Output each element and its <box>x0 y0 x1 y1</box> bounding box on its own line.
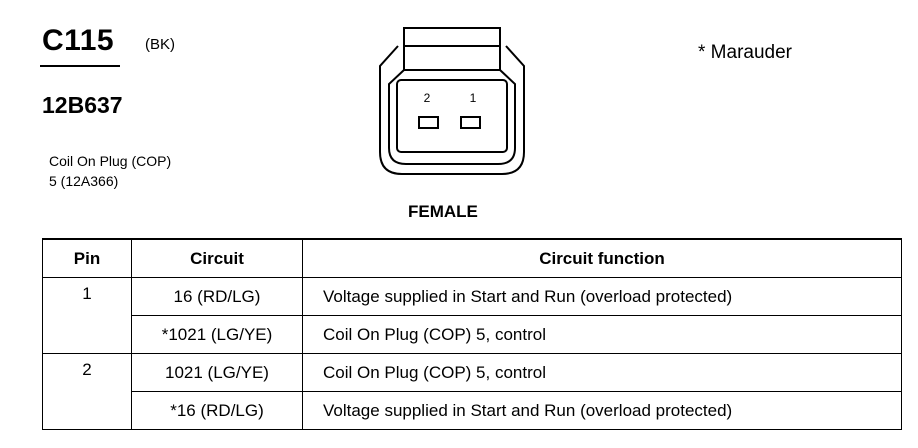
connector-id-underline <box>40 65 120 67</box>
connector-color: (BK) <box>145 36 175 53</box>
table-row: *1021 (LG/YE) Coil On Plug (COP) 5, cont… <box>43 315 902 354</box>
function-cell: Voltage supplied in Start and Run (overl… <box>302 277 902 316</box>
connector-face-drawing: 2 1 <box>379 27 525 175</box>
header-circuit-function: Circuit function <box>302 238 902 278</box>
connector-view-label: FEMALE <box>408 202 478 221</box>
table-header-row: Pin Circuit Circuit function <box>42 238 902 278</box>
terminal-cavity <box>396 79 508 153</box>
circuit-cell: 16 (RD/LG) <box>131 277 303 316</box>
circuit-cell: *1021 (LG/YE) <box>131 315 303 354</box>
circuit-cell: 1021 (LG/YE) <box>131 353 303 392</box>
pin-cell: 2 <box>42 353 132 430</box>
connector-latch <box>403 27 501 71</box>
pin-slot-1 <box>460 116 481 129</box>
connector-housing <box>379 45 525 175</box>
footnote: * Marauder <box>698 42 792 63</box>
component-ref: 5 (12A366) <box>49 173 119 189</box>
function-cell: Voltage supplied in Start and Run (overl… <box>302 391 902 430</box>
circuit-cell: *16 (RD/LG) <box>131 391 303 430</box>
table-row: 1 16 (RD/LG) Voltage supplied in Start a… <box>42 277 902 354</box>
header-circuit: Circuit <box>131 238 303 278</box>
table-row: *16 (RD/LG) Voltage supplied in Start an… <box>43 391 902 430</box>
function-cell: Coil On Plug (COP) 5, control <box>302 315 902 354</box>
part-number: 12B637 <box>42 92 123 118</box>
pinout-table: Pin Circuit Circuit function 1 16 (RD/LG… <box>42 238 902 430</box>
pin-cell: 1 <box>42 277 132 354</box>
function-cell: Coil On Plug (COP) 5, control <box>302 353 902 392</box>
connector-id: C115 <box>42 24 115 57</box>
pin-number-2: 2 <box>424 91 431 105</box>
header-pin: Pin <box>42 238 132 278</box>
table-row: 2 1021 (LG/YE) Coil On Plug (COP) 5, con… <box>42 353 902 430</box>
component-name: Coil On Plug (COP) <box>49 153 172 169</box>
pin-slot-2 <box>418 116 439 129</box>
pin-number-1: 1 <box>470 91 477 105</box>
